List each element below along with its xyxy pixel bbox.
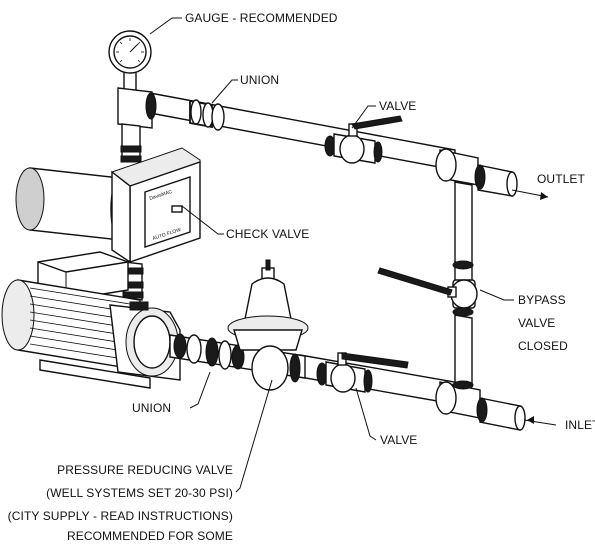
label-prv-4: RECOMMENDED FOR SOME (67, 529, 233, 543)
label-union-top: UNION (240, 73, 279, 87)
label-bypass-3: CLOSED (518, 339, 568, 353)
top-valve (324, 115, 403, 164)
label-prv-2: (WELL SYSTEMS SET 20-30 PSI) (46, 486, 233, 500)
inlet-arrow (523, 416, 557, 426)
label-valve-top: VALVE (379, 99, 416, 113)
label-union-bottom: UNION (132, 401, 171, 415)
label-gauge: GAUGE - RECOMMENDED (185, 11, 338, 25)
gauge-assembly (108, 30, 157, 163)
label-check-valve: CHECK VALVE (226, 227, 309, 241)
label-prv-3: (CITY SUPPLY - READ INSTRUCTIONS) (8, 509, 233, 523)
label-prv-1: PRESSURE REDUCING VALVE (57, 463, 233, 477)
label-bypass-2: VALVE (518, 316, 555, 330)
pump (1, 251, 181, 389)
label-outlet: OUTLET (537, 172, 586, 186)
top-pipe (149, 92, 518, 266)
outlet-tee (435, 148, 518, 266)
outlet-arrow (511, 189, 549, 200)
bottom-union-prv (169, 259, 309, 391)
leader-lines (149, 17, 514, 493)
pressure-controller: DavisMAC AUTO FLOW (111, 147, 201, 264)
bottom-pipe (299, 352, 526, 431)
label-valve-bottom: VALVE (380, 433, 417, 447)
bypass-pipe (377, 260, 478, 386)
bottom-valve (316, 352, 409, 393)
label-bypass-1: BYPASS (518, 293, 566, 307)
label-inlet: INLET (565, 418, 595, 432)
inlet-tee (435, 380, 526, 431)
labels: GAUGE - RECOMMENDED UNION VALVE OUTLET C… (8, 11, 595, 543)
prv (227, 259, 309, 391)
